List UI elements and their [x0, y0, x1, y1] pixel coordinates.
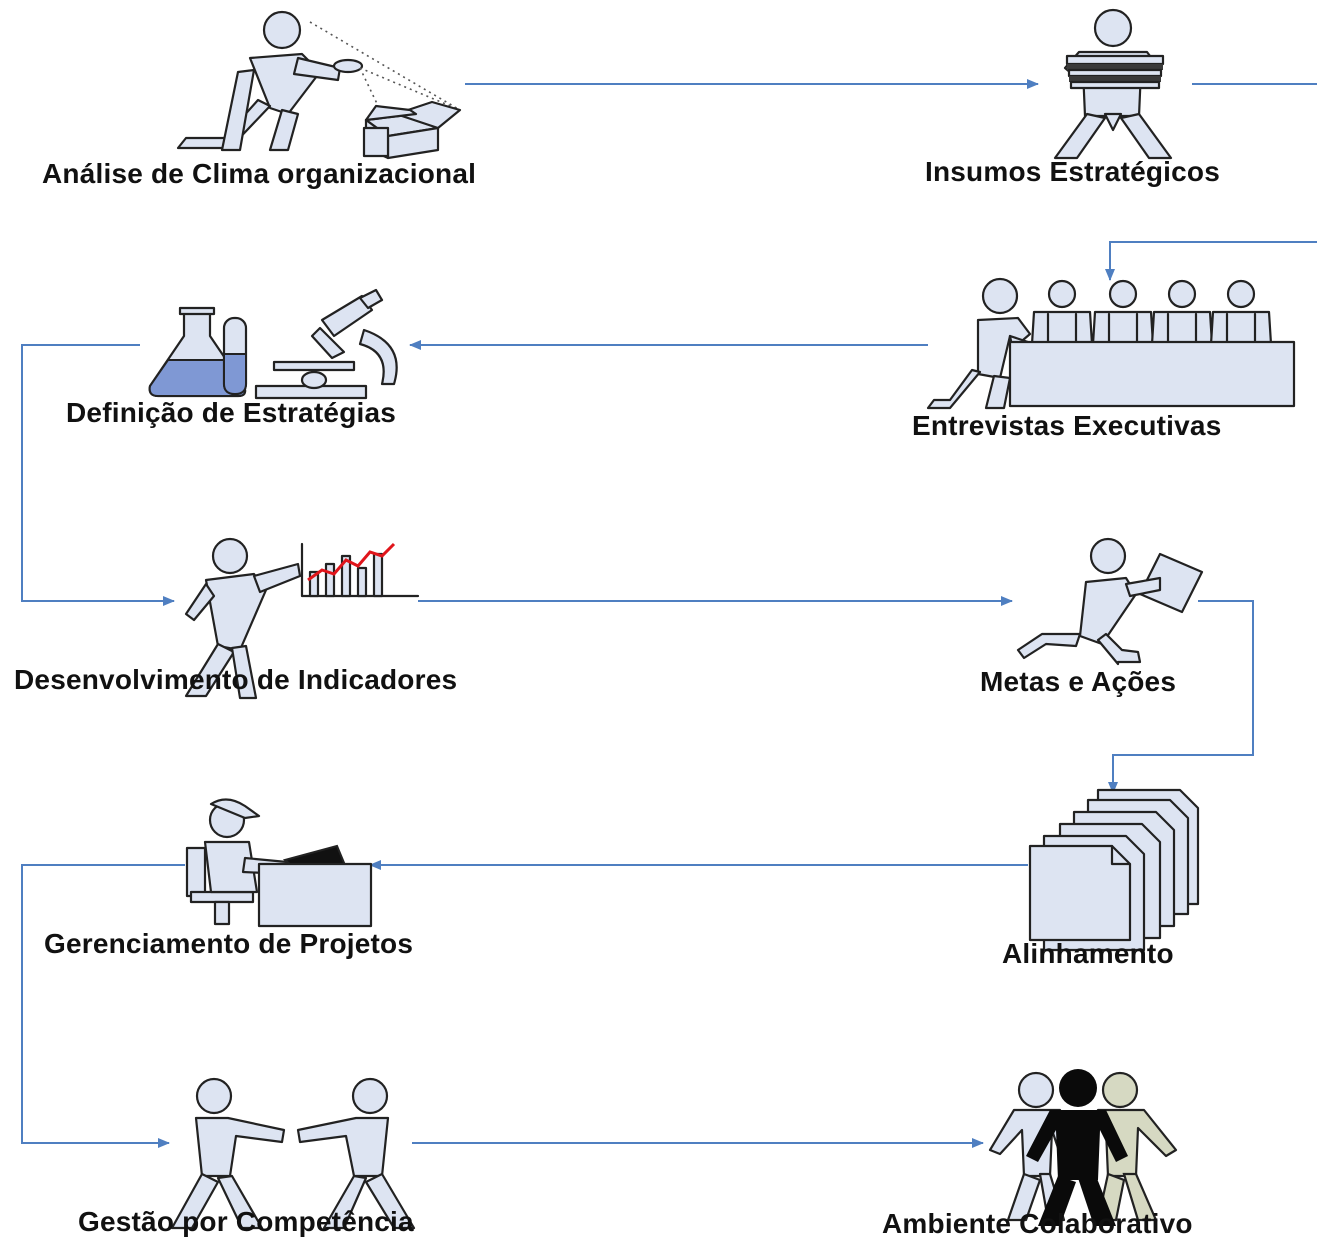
handshake-icon — [170, 1077, 416, 1230]
label-alinhamento: Alinhamento — [1002, 938, 1174, 969]
connector-insumos-to-entrevistas — [1110, 83, 1317, 280]
label-gerenciamento-projetos: Gerenciamento de Projetos — [44, 928, 414, 959]
person-at-computer-desk-icon — [185, 798, 373, 928]
connector-metas-to-alinhamento — [1108, 600, 1254, 794]
person-with-documents-icon — [1053, 8, 1173, 160]
label-definicao-estrategias: Definição de Estratégias — [66, 397, 397, 428]
document-stack-icon — [1028, 788, 1200, 952]
label-insumos-estrategicos: Insumos Estratégicos — [925, 156, 1220, 187]
label-entrevistas-executivas: Entrevistas Executivas — [912, 410, 1222, 441]
label-analise-clima: Análise de Clima organizacional — [42, 158, 477, 189]
mini-chart-icon — [300, 542, 420, 598]
connector-gerenciamento-to-gestao — [21, 864, 185, 1148]
interview-panel-icon — [926, 277, 1296, 410]
lab-flask-microscope-icon — [148, 288, 398, 400]
label-ambiente-colaborativo: Ambiente Colaborativo — [882, 1208, 1193, 1239]
label-desenvolvimento-indicadores: Desenvolvimento de Indicadores — [14, 664, 458, 695]
label-metas-acoes: Metas e Ações — [980, 666, 1177, 697]
label-gestao-competencia: Gestão por Competência — [78, 1206, 414, 1237]
person-pointing-chart-icon — [184, 537, 420, 700]
person-carrying-paper-icon — [1016, 537, 1204, 666]
magnifier-box-person-icon — [176, 10, 462, 160]
group-of-people-icon — [988, 1069, 1178, 1226]
flow-connectors — [21, 79, 1317, 1148]
connector-definicao-to-desenvolvimento — [21, 344, 175, 606]
